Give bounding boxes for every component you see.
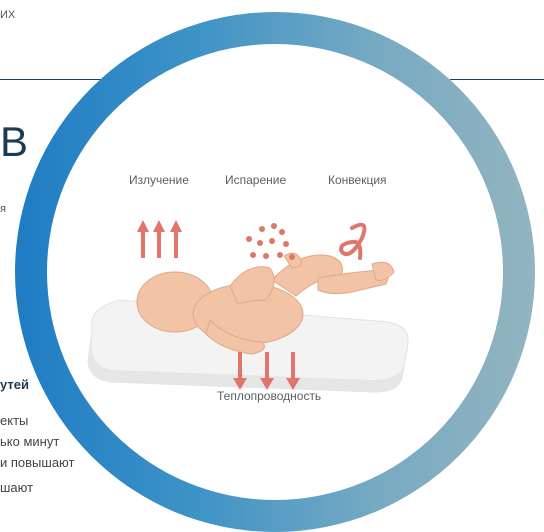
label-evaporation: Испарение <box>225 173 286 187</box>
label-convection: Конвекция <box>328 173 387 187</box>
label-radiation: Излучение <box>129 173 189 187</box>
convection-swirl-icon <box>341 225 364 258</box>
label-conduction: Теплопроводность <box>217 389 321 403</box>
radiation-arrows-icon <box>137 220 182 258</box>
